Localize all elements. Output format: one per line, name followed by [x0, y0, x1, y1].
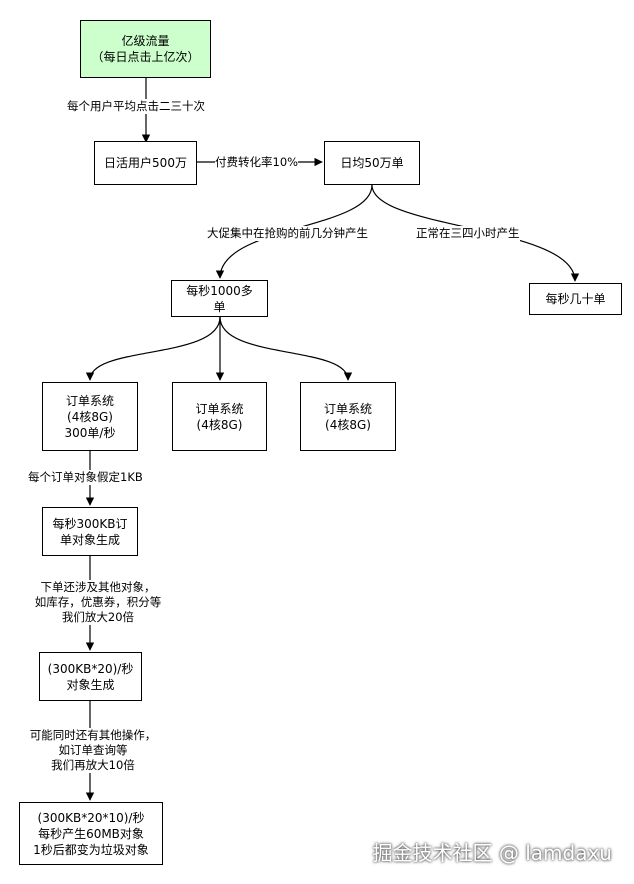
node-obj-x200: (300KB*20*10)/秒 每秒产生60MB对象 1秒后都变为垃圾对象: [19, 802, 163, 865]
node-obj-x20-line-2: 对象生成: [66, 677, 115, 692]
node-obj-300kb-line-1: 每秒300KB订: [52, 516, 128, 531]
node-obj-300kb-line-2: 单对象生成: [59, 532, 120, 547]
node-order-sys-2-line-2: (4核8G): [196, 417, 243, 432]
edge-label-normal: 正常在三四小时产生: [416, 226, 520, 241]
edge-label-conversion-line-1: 付费转化率10%: [215, 155, 299, 169]
edge-label-amplify-10-line-3: 我们再放大10倍: [51, 758, 135, 772]
node-order-sys-3: 订单系统 (4核8G): [300, 382, 396, 451]
node-order-sys-2: 订单系统 (4核8G): [172, 382, 267, 451]
node-dau-line-1: 日活用户500万: [104, 156, 187, 170]
edge-peak-sys3: [219, 316, 353, 381]
node-obj-x20-line-1: (300KB*20)/秒: [47, 661, 134, 676]
node-order-sys-3-line-1: 订单系统: [323, 401, 372, 416]
edge-peak-sys1: [85, 316, 221, 381]
node-order-sys-1-line-1: 订单系统: [65, 393, 114, 408]
edge-label-normal-line-1: 正常在三四小时产生: [416, 226, 520, 240]
edge-label-amplify-10: 可能同时还有其他操作， 如订单查询等 我们再放大10倍: [14, 728, 172, 773]
edge-label-clicks-line-1: 每个用户平均点击二三十次: [67, 99, 205, 113]
node-normal-orders: 每秒几十单: [529, 283, 622, 315]
edge-label-promo: 大促集中在抢购的前几分钟产生: [207, 226, 368, 241]
node-traffic-line-1: 亿级流量: [121, 34, 170, 48]
node-obj-x200-line-2: 每秒产生60MB对象: [38, 826, 144, 841]
node-peak-orders: 每秒1000多 单: [171, 280, 268, 317]
node-obj-300kb: 每秒300KB订 单对象生成: [42, 507, 138, 556]
edge-label-obj-size-line-1: 每个订单对象假定1KB: [28, 470, 143, 484]
node-normal-orders-line-1: 每秒几十单: [545, 292, 606, 306]
node-order-sys-1-line-3: 300单/秒: [64, 425, 116, 440]
node-obj-x200-line-1: (300KB*20*10)/秒: [37, 810, 145, 825]
node-order-sys-3-line-2: (4核8G): [325, 417, 371, 432]
node-order-sys-1: 订单系统 (4核8G) 300单/秒: [42, 382, 138, 451]
node-traffic-line-2: （每日点击上亿次）: [91, 50, 200, 64]
edge-label-amplify-10-line-2: 如订单查询等: [58, 743, 128, 757]
node-obj-x200-line-3: 1秒后都变为垃圾对象: [33, 842, 149, 857]
node-order-sys-2-line-1: 订单系统: [195, 401, 244, 416]
node-peak-orders-line-2: 单: [213, 299, 226, 314]
node-traffic: 亿级流量 （每日点击上亿次）: [80, 20, 211, 78]
node-dau: 日活用户500万: [94, 141, 197, 185]
node-obj-x20: (300KB*20)/秒 对象生成: [39, 652, 142, 701]
edge-label-amplify-10-line-1: 可能同时还有其他操作，: [29, 728, 157, 742]
edge-label-amplify-20-line-3: 我们放大20倍: [61, 610, 135, 624]
edge-label-amplify-20-line-2: 如库存，优惠券，积分等: [34, 595, 162, 609]
node-peak-orders-line-1: 每秒1000多: [186, 283, 253, 298]
edge-label-promo-line-1: 大促集中在抢购的前几分钟产生: [207, 226, 368, 240]
edge-label-clicks-per-user: 每个用户平均点击二三十次: [67, 99, 205, 114]
edge-label-conversion: 付费转化率10%: [215, 155, 299, 170]
node-order-sys-1-line-2: (4核8G): [67, 409, 113, 424]
edge-label-amplify-20: 下单还涉及其他对象， 如库存，优惠券，积分等 我们放大20倍: [28, 580, 168, 625]
node-daily-orders-line-1: 日均50万单: [340, 156, 404, 170]
watermark: 掘金技术社区 @ lamdaxu: [372, 841, 612, 865]
edge-label-amplify-20-line-1: 下单还涉及其他对象，: [40, 580, 156, 594]
node-daily-orders: 日均50万单: [324, 141, 420, 185]
edge-label-obj-size: 每个订单对象假定1KB: [28, 470, 143, 485]
